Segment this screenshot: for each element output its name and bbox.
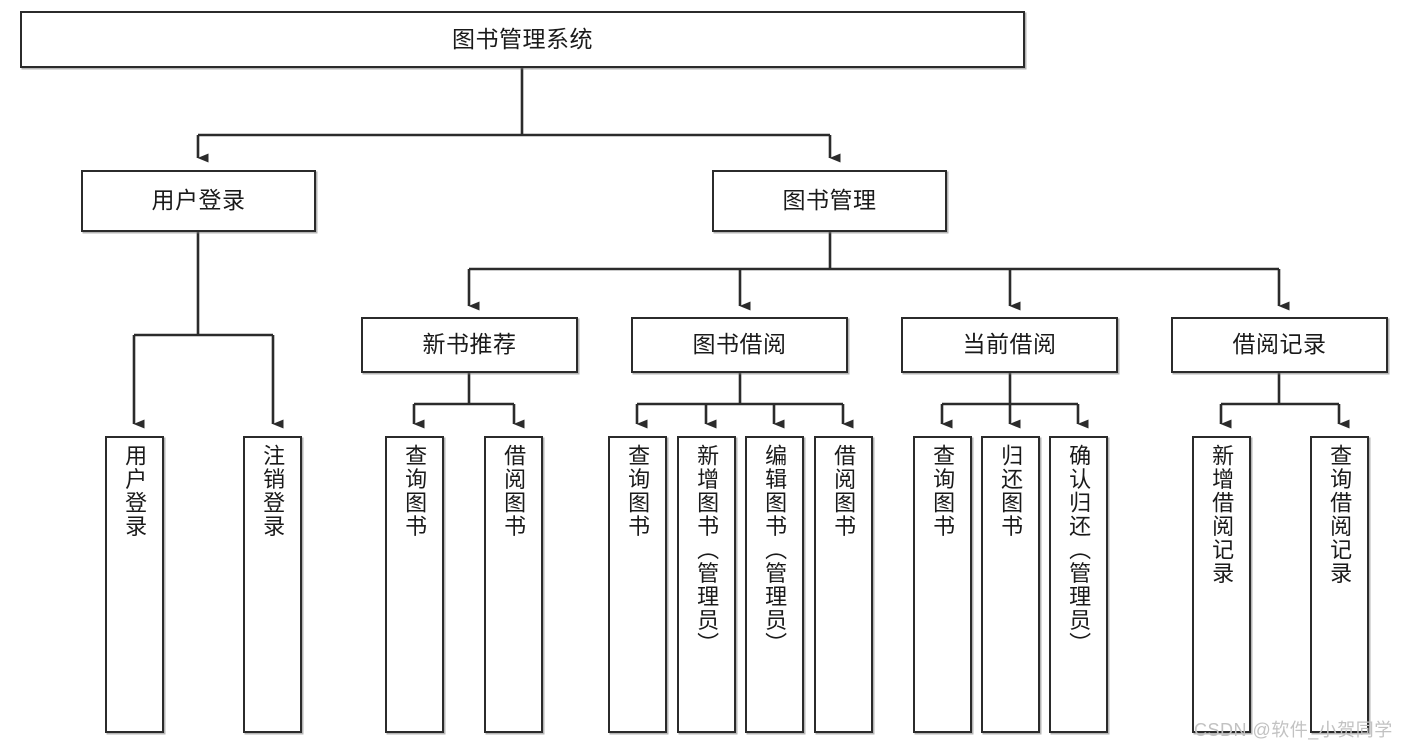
leaf-borrow-book-newbook-label: 借阅图书	[501, 444, 527, 538]
node-new-book-recommend[interactable]: 新书推荐	[361, 317, 578, 373]
node-book-management-label: 图书管理	[782, 187, 877, 214]
leaf-return-book-label: 归还图书	[998, 444, 1024, 538]
leaf-query-book-borrow-label: 查询图书	[625, 444, 651, 538]
leaf-logout-label: 注销登录	[260, 444, 286, 538]
leaf-add-borrow-record[interactable]: 新增借阅记录	[1192, 436, 1251, 733]
leaf-borrow-book-label: 借阅图书	[831, 444, 857, 538]
node-book-borrow-label: 图书借阅	[692, 331, 787, 358]
leaf-user-login[interactable]: 用户登录	[105, 436, 164, 733]
leaf-add-borrow-record-label: 新增借阅记录	[1209, 444, 1235, 585]
watermark-text: CSDN @软件_小贺同学	[1194, 720, 1393, 740]
node-new-book-recommend-label: 新书推荐	[422, 331, 517, 358]
leaf-confirm-return-admin-label: 确认归还（管理员）	[1066, 444, 1092, 656]
leaf-query-book-newbook-label: 查询图书	[402, 444, 428, 538]
leaf-borrow-book-newbook[interactable]: 借阅图书	[484, 436, 543, 733]
leaf-add-book-admin-label: 新增图书（管理员）	[694, 444, 720, 656]
node-borrow-records-label: 借阅记录	[1232, 331, 1327, 358]
leaf-borrow-book[interactable]: 借阅图书	[814, 436, 873, 733]
leaf-query-book-current-label: 查询图书	[930, 444, 956, 538]
node-current-borrow[interactable]: 当前借阅	[901, 317, 1118, 373]
node-borrow-records[interactable]: 借阅记录	[1171, 317, 1388, 373]
leaf-query-book-borrow[interactable]: 查询图书	[608, 436, 667, 733]
node-current-borrow-label: 当前借阅	[962, 331, 1057, 358]
node-root[interactable]: 图书管理系统	[20, 11, 1025, 68]
node-book-management[interactable]: 图书管理	[712, 170, 947, 232]
leaf-edit-book-admin-label: 编辑图书（管理员）	[762, 444, 788, 656]
node-book-borrow[interactable]: 图书借阅	[631, 317, 848, 373]
leaf-add-book-admin[interactable]: 新增图书（管理员）	[677, 436, 736, 733]
leaf-user-login-label: 用户登录	[122, 444, 148, 538]
leaf-return-book[interactable]: 归还图书	[981, 436, 1040, 733]
leaf-query-borrow-record-label: 查询借阅记录	[1327, 444, 1353, 585]
leaf-logout[interactable]: 注销登录	[243, 436, 302, 733]
node-user-login[interactable]: 用户登录	[81, 170, 316, 232]
leaf-edit-book-admin[interactable]: 编辑图书（管理员）	[745, 436, 804, 733]
leaf-query-book-current[interactable]: 查询图书	[913, 436, 972, 733]
leaf-confirm-return-admin[interactable]: 确认归还（管理员）	[1049, 436, 1108, 733]
node-user-login-label: 用户登录	[151, 187, 246, 214]
node-root-label: 图书管理系统	[452, 25, 593, 52]
leaf-query-borrow-record[interactable]: 查询借阅记录	[1310, 436, 1369, 733]
leaf-query-book-newbook[interactable]: 查询图书	[385, 436, 444, 733]
